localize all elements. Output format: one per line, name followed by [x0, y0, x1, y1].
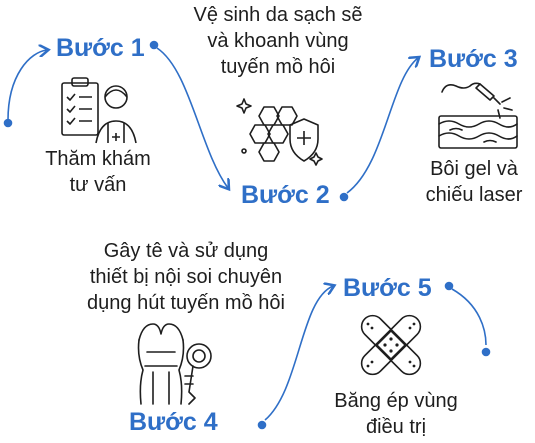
step3-title: Bước 3: [429, 45, 518, 73]
connector-dot: [149, 40, 159, 50]
body-device-icon: [137, 323, 212, 405]
laser-skin-icon: [438, 82, 518, 149]
arrow-step4-to-step5: [264, 286, 333, 421]
honeycomb-shield-icon: [236, 98, 323, 166]
arrow-start-to-step1: [7, 50, 47, 121]
connector-dot: [339, 192, 349, 202]
step1-title: Bước 1: [56, 34, 145, 62]
step2-title: Bước 2: [241, 181, 330, 209]
step4-title: Bước 4: [129, 408, 218, 436]
connector-dot: [444, 281, 454, 291]
bandage-icon: [360, 314, 422, 376]
connector-dot: [481, 347, 491, 357]
step1-description: Thăm khám tư vấn: [45, 148, 151, 196]
step2-description: Vệ sinh da sạch sẽ và khoanh vùng tuyến …: [193, 4, 363, 78]
step5-description: Băng ép vùng điều trị: [334, 390, 458, 438]
step4-description: Gây tê và sử dụng thiết bị nội soi chuyê…: [87, 240, 285, 314]
arrow-step1-to-step2: [156, 47, 228, 188]
connector-dot: [257, 420, 267, 430]
doctor-clipboard-icon: [61, 77, 137, 144]
arrow-step5-to-end: [451, 288, 487, 346]
step5-title: Bước 5: [343, 274, 432, 302]
step3-description: Bôi gel và chiếu laser: [425, 158, 523, 206]
arrow-step2-to-step3: [346, 58, 418, 194]
connector-dot: [3, 118, 13, 128]
